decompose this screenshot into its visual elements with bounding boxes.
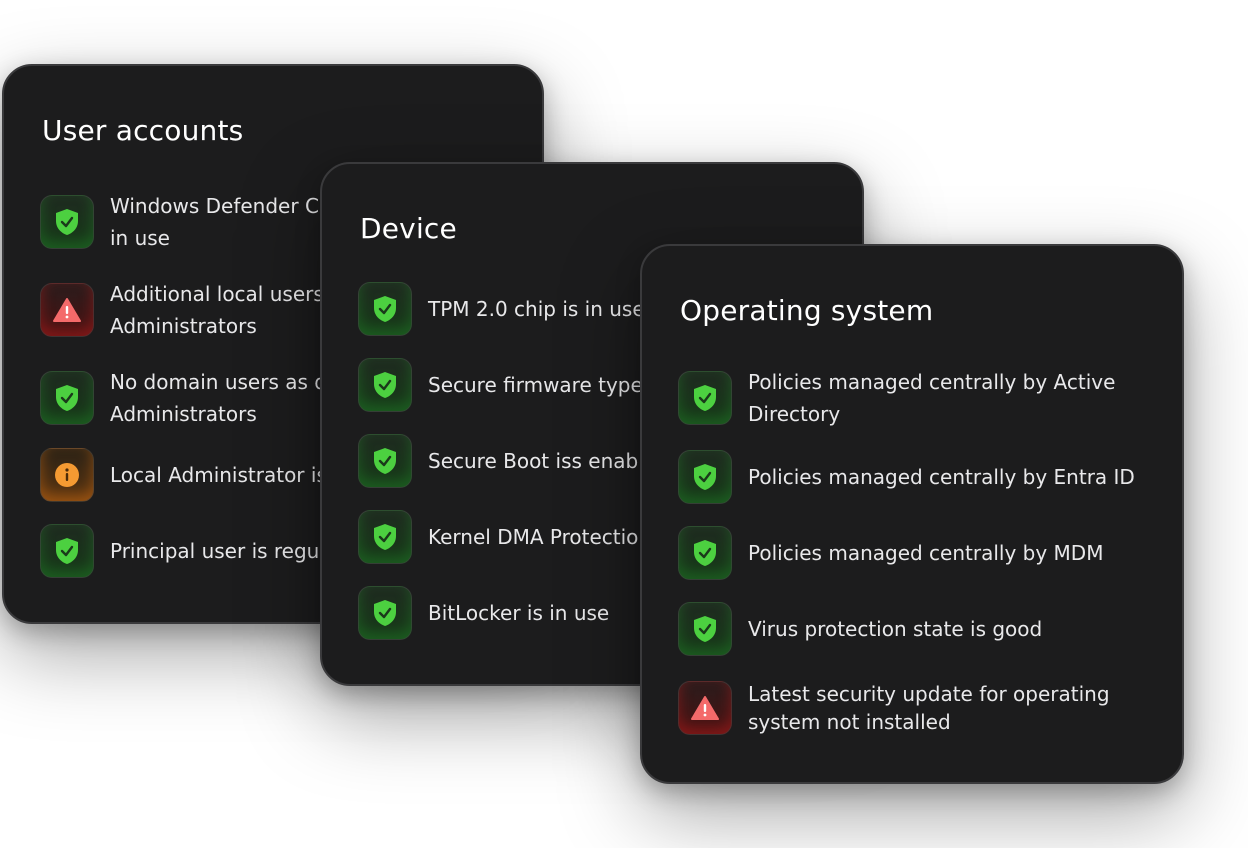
list-item: No domain users as di Administrators xyxy=(40,366,333,430)
item-label: BitLocker is in use xyxy=(428,601,610,625)
list-item: Policies managed centrally by MDM xyxy=(678,526,1103,580)
list-item: BitLocker is in use xyxy=(358,586,609,640)
item-label: No domain users as di Administrators xyxy=(110,370,333,426)
user-accounts-title: User accounts xyxy=(42,114,244,147)
operating-system-title: Operating system xyxy=(680,294,934,327)
info-circle-icon xyxy=(40,448,94,502)
shield-check-icon xyxy=(678,450,732,504)
list-item: Principal user is regula xyxy=(40,524,337,578)
shield-check-icon xyxy=(358,434,412,488)
item-label: Latest security update for operating sys… xyxy=(748,682,1110,734)
list-item: Latest security update for operating sys… xyxy=(678,680,1110,736)
item-label: Virus protection state is good xyxy=(748,617,1043,641)
shield-check-icon xyxy=(678,371,732,425)
item-label: Principal user is regula xyxy=(110,539,338,563)
shield-check-icon xyxy=(40,195,94,249)
item-label: Local Administrator is xyxy=(110,463,327,487)
item-label: Additional local users a Administrators xyxy=(110,282,343,338)
shield-check-icon xyxy=(678,526,732,580)
list-item: Policies managed centrally by Active Dir… xyxy=(678,366,1115,430)
shield-check-icon xyxy=(358,510,412,564)
list-item: Windows Defender Cr in use xyxy=(40,190,327,254)
item-label: Kernel DMA Protectio xyxy=(428,525,639,549)
item-label: TPM 2.0 chip is in use xyxy=(428,297,645,321)
list-item: Secure Boot iss enable xyxy=(358,434,656,488)
item-label: Secure firmware type xyxy=(428,373,643,397)
item-label: Policies managed centrally by Active Dir… xyxy=(748,370,1116,426)
list-item: Local Administrator is xyxy=(40,448,327,502)
warning-triangle-icon xyxy=(678,681,732,735)
shield-check-icon xyxy=(358,586,412,640)
shield-check-icon xyxy=(40,524,94,578)
operating-system-card: Operating system Policies managed centra… xyxy=(640,244,1184,784)
item-label: Policies managed centrally by MDM xyxy=(748,541,1104,565)
list-item: TPM 2.0 chip is in use xyxy=(358,282,645,336)
list-item: Kernel DMA Protectio xyxy=(358,510,638,564)
item-label: Windows Defender Cr in use xyxy=(110,194,328,250)
device-title: Device xyxy=(360,212,457,245)
list-item: Additional local users a Administrators xyxy=(40,278,342,342)
shield-check-icon xyxy=(358,358,412,412)
list-item: Virus protection state is good xyxy=(678,602,1042,656)
item-label: Policies managed centrally by Entra ID xyxy=(748,465,1135,489)
list-item: Policies managed centrally by Entra ID xyxy=(678,450,1135,504)
shield-check-icon xyxy=(678,602,732,656)
item-label: Secure Boot iss enable xyxy=(428,449,657,473)
list-item: Secure firmware type xyxy=(358,358,643,412)
shield-check-icon xyxy=(358,282,412,336)
warning-triangle-icon xyxy=(40,283,94,337)
shield-check-icon xyxy=(40,371,94,425)
